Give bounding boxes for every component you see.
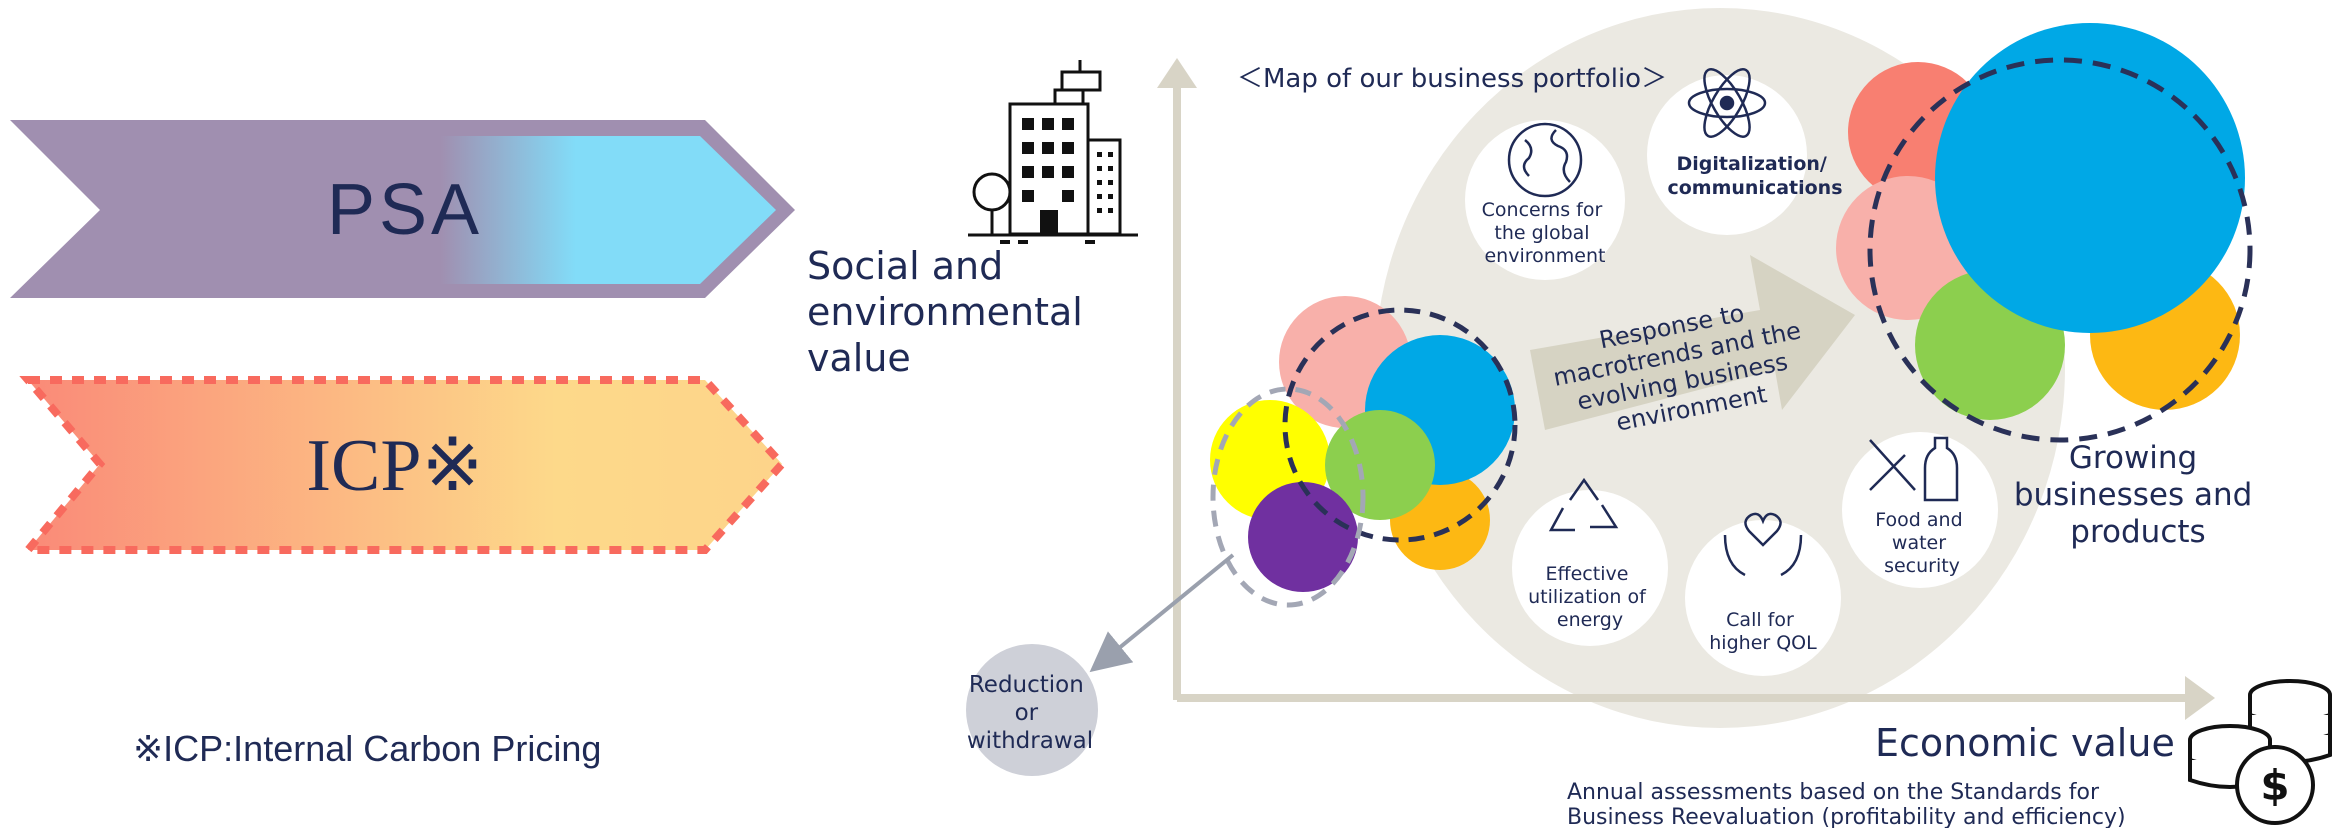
- continuing-dashed-ring: [1282, 307, 1518, 543]
- current-portfolio-bubbles: [1210, 296, 1518, 608]
- footnote: ※ICP:Internal Carbon Pricing: [133, 728, 601, 769]
- withdrawal-dashed-ring: [1210, 386, 1366, 608]
- recycle-icon: [1548, 477, 1619, 532]
- svg-text:Effective utilization of: Effective utilization of energy: [1528, 563, 1652, 631]
- theme-energy: Effective utilization of energy: [1512, 477, 1668, 646]
- growing-label: Growing businesses and products: [2014, 440, 2262, 550]
- globe-icon: [1507, 122, 1583, 198]
- reduction-arrow: [1089, 553, 1235, 673]
- reduction-circle: Reduction or withdrawal: [966, 644, 1098, 776]
- icp-banner: ICP※: [19, 376, 788, 554]
- food-water-icon: [1869, 436, 1959, 502]
- bubble-green-small: [1325, 410, 1435, 520]
- svg-text:Digitalization/ communic: Digitalization/ communications: [1667, 153, 1842, 199]
- theme-digitalization: Digitalization/ communications: [1647, 68, 1843, 235]
- bubble-blue-large: [1935, 23, 2245, 333]
- atom-icon: [1687, 68, 1767, 138]
- hands-heart-icon: [1723, 512, 1803, 577]
- city-icon: [968, 60, 1138, 244]
- psa-banner: PSA: [10, 120, 795, 298]
- theme-global-environment: Concerns for the global environment: [1465, 120, 1625, 280]
- svg-text:Concerns for the global: Concerns for the global environment: [1482, 199, 1609, 267]
- map-title: ＜Map of our business portfolio＞: [1237, 64, 1667, 94]
- theme-food-water: Food and water security: [1842, 432, 1998, 588]
- y-axis: [1157, 58, 1197, 700]
- y-axis-label: Social and environmental value: [807, 244, 1095, 380]
- psa-label: PSA: [327, 170, 483, 250]
- growing-portfolio-bubbles: [1836, 23, 2253, 443]
- coins-dollar-icon: $: [2188, 679, 2332, 825]
- svg-text:Food and water sec: Food and water security: [1875, 509, 1968, 577]
- icp-label: ICP※: [306, 425, 483, 507]
- theme-qol: Call for higher QOL: [1685, 512, 1841, 676]
- svg-text:$: $: [2260, 761, 2289, 810]
- svg-text:Call for higher QOL: Call for higher QOL: [1709, 609, 1817, 654]
- growing-dashed-ring: [1867, 57, 2253, 443]
- bubble-purple: [1248, 482, 1358, 592]
- x-axis-note: Annual assessments based on the Standard…: [1567, 780, 2126, 828]
- x-axis: [1177, 676, 2215, 720]
- svg-text:Reduction or withd: Reduction or withdrawal: [967, 672, 1093, 754]
- x-axis-label: Economic value: [1875, 721, 2175, 765]
